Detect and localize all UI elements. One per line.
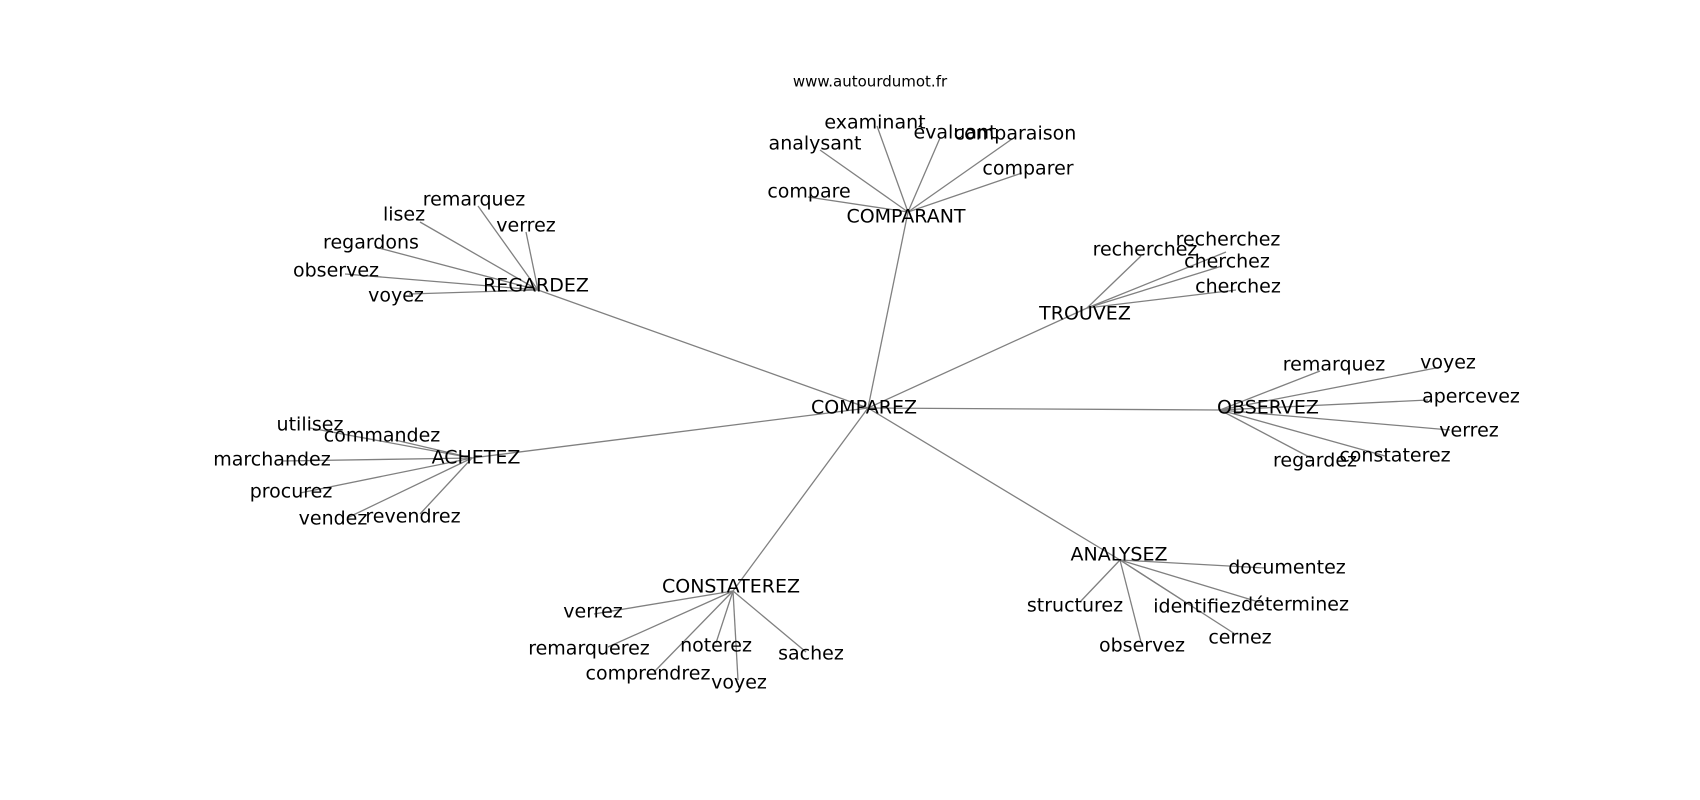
edge-root-comparant (867, 211, 909, 409)
edge-comparant-leaf (907, 172, 1023, 213)
edge-achetez-leaf (281, 457, 473, 462)
leaf-word: voyez (711, 672, 767, 694)
edge-achetez-leaf (309, 427, 473, 459)
leaf-word: regardons (323, 232, 419, 254)
leaf-word: procurez (250, 481, 333, 503)
leaf-word: comparer (982, 158, 1073, 180)
edge-analysez-leaf (1119, 559, 1263, 604)
leaf-word: observez (1099, 635, 1185, 657)
edge-trouvez-leaf (1086, 255, 1142, 309)
leaf-word: recherchez (1176, 229, 1281, 251)
leaf-word: compare (767, 181, 850, 203)
edge-comparant-leaf (807, 196, 909, 213)
leaf-word: cherchez (1184, 251, 1270, 273)
edge-analysez-leaf (1119, 559, 1266, 569)
leaf-word: verrez (496, 215, 555, 237)
edge-achetez-leaf (299, 457, 473, 494)
edge-comparant-leaf (819, 149, 909, 213)
edge-regardez-leaf (419, 221, 539, 291)
leaf-word: remarquez (1283, 354, 1386, 376)
hub-word-observez: OBSERVEZ (1217, 397, 1319, 419)
edges-layer (281, 125, 1451, 681)
edge-observez-leaf (1219, 399, 1429, 411)
hub-word-constaterez: CONSTATEREZ (662, 576, 800, 598)
edge-root-observez (867, 407, 1221, 411)
leaf-word: apercevez (1422, 386, 1520, 408)
leaf-word: cherchez (1195, 276, 1281, 298)
edge-achetez-leaf (394, 439, 473, 459)
leaf-word: commandez (324, 425, 441, 447)
leaf-word: identifiez (1153, 596, 1240, 618)
leaf-word: comparaison (954, 123, 1077, 145)
source-url: www.autourdumot.fr (793, 73, 948, 91)
edge-root-analysez (867, 407, 1121, 561)
edge-comparant-leaf (907, 137, 941, 213)
leaf-word: analysant (769, 133, 862, 155)
edge-regardez-leaf (525, 231, 539, 291)
hub-word-comparant: COMPARANT (846, 206, 965, 228)
edge-comparant-leaf (907, 138, 1013, 213)
leaf-word: structurez (1027, 595, 1123, 617)
leaf-word: recherchez (1093, 239, 1198, 261)
edge-analysez-leaf (1119, 559, 1236, 635)
leaf-word: déterminez (1241, 594, 1349, 616)
edge-observez-leaf (1219, 409, 1312, 459)
hub-word-trouvez: TROUVEZ (1038, 303, 1131, 325)
edge-regardez-leaf (477, 205, 539, 291)
edge-observez-leaf (1219, 370, 1321, 411)
leaf-word: voyez (368, 285, 424, 307)
edge-constaterez-leaf (607, 590, 734, 648)
leaf-word: revendrez (365, 506, 460, 528)
leaf-word: verrez (563, 601, 622, 623)
edge-achetez-leaf (346, 457, 473, 519)
edge-comparant-leaf (876, 125, 909, 213)
leaf-word: constaterez (1339, 445, 1450, 467)
edge-achetez-leaf (419, 457, 473, 515)
leaf-word: examinant (824, 112, 925, 134)
leaf-word: voyez (1420, 352, 1476, 374)
leaf-word: utilisez (277, 414, 344, 436)
leaf-word: évaluant (913, 122, 996, 144)
edge-trouvez-leaf (1086, 251, 1227, 309)
edge-constaterez-leaf (715, 590, 734, 644)
labels-layer: www.autourdumot.fr COMPAREZ COMPARANT exa… (213, 73, 1520, 694)
edge-regardez-leaf (344, 273, 539, 291)
leaf-word: vendez (299, 508, 368, 530)
edge-observez-leaf (1219, 409, 1451, 431)
hub-word-achetez: ACHETEZ (432, 447, 521, 469)
leaf-word: verrez (1439, 420, 1498, 442)
edge-constaterez-leaf (593, 590, 734, 615)
edge-root-achetez (471, 407, 869, 459)
hub-word-regardez: REGARDEZ (483, 275, 589, 297)
edge-constaterez-leaf (653, 590, 734, 673)
edge-regardez-leaf (408, 289, 539, 295)
edge-trouvez-leaf (1086, 265, 1223, 309)
root-word: COMPAREZ (811, 397, 917, 419)
edge-observez-leaf (1219, 366, 1442, 411)
leaf-word: lisez (383, 204, 425, 226)
edge-constaterez-leaf (732, 590, 807, 653)
leaf-word: observez (293, 260, 379, 282)
hub-word-analysez: ANALYSEZ (1071, 544, 1168, 566)
edge-root-constaterez (732, 407, 869, 592)
edge-root-regardez (537, 289, 869, 409)
leaf-word: marchandez (213, 449, 330, 471)
edge-observez-leaf (1219, 409, 1386, 457)
edge-root-trouvez (867, 307, 1088, 409)
leaf-word: regardez (1273, 450, 1357, 472)
edge-constaterez-leaf (732, 590, 739, 681)
edge-analysez-leaf (1119, 559, 1142, 643)
leaf-word: remarquerez (528, 638, 650, 660)
edge-analysez-leaf (1079, 559, 1121, 603)
leaf-word: documentez (1228, 557, 1346, 579)
leaf-word: cernez (1208, 627, 1271, 649)
leaf-word: remarquez (423, 189, 526, 211)
leaf-word: noterez (680, 635, 752, 657)
edge-trouvez-leaf (1086, 289, 1237, 309)
leaf-word: comprendrez (586, 663, 711, 685)
leaf-word: sachez (778, 643, 844, 665)
edge-regardez-leaf (374, 246, 539, 291)
